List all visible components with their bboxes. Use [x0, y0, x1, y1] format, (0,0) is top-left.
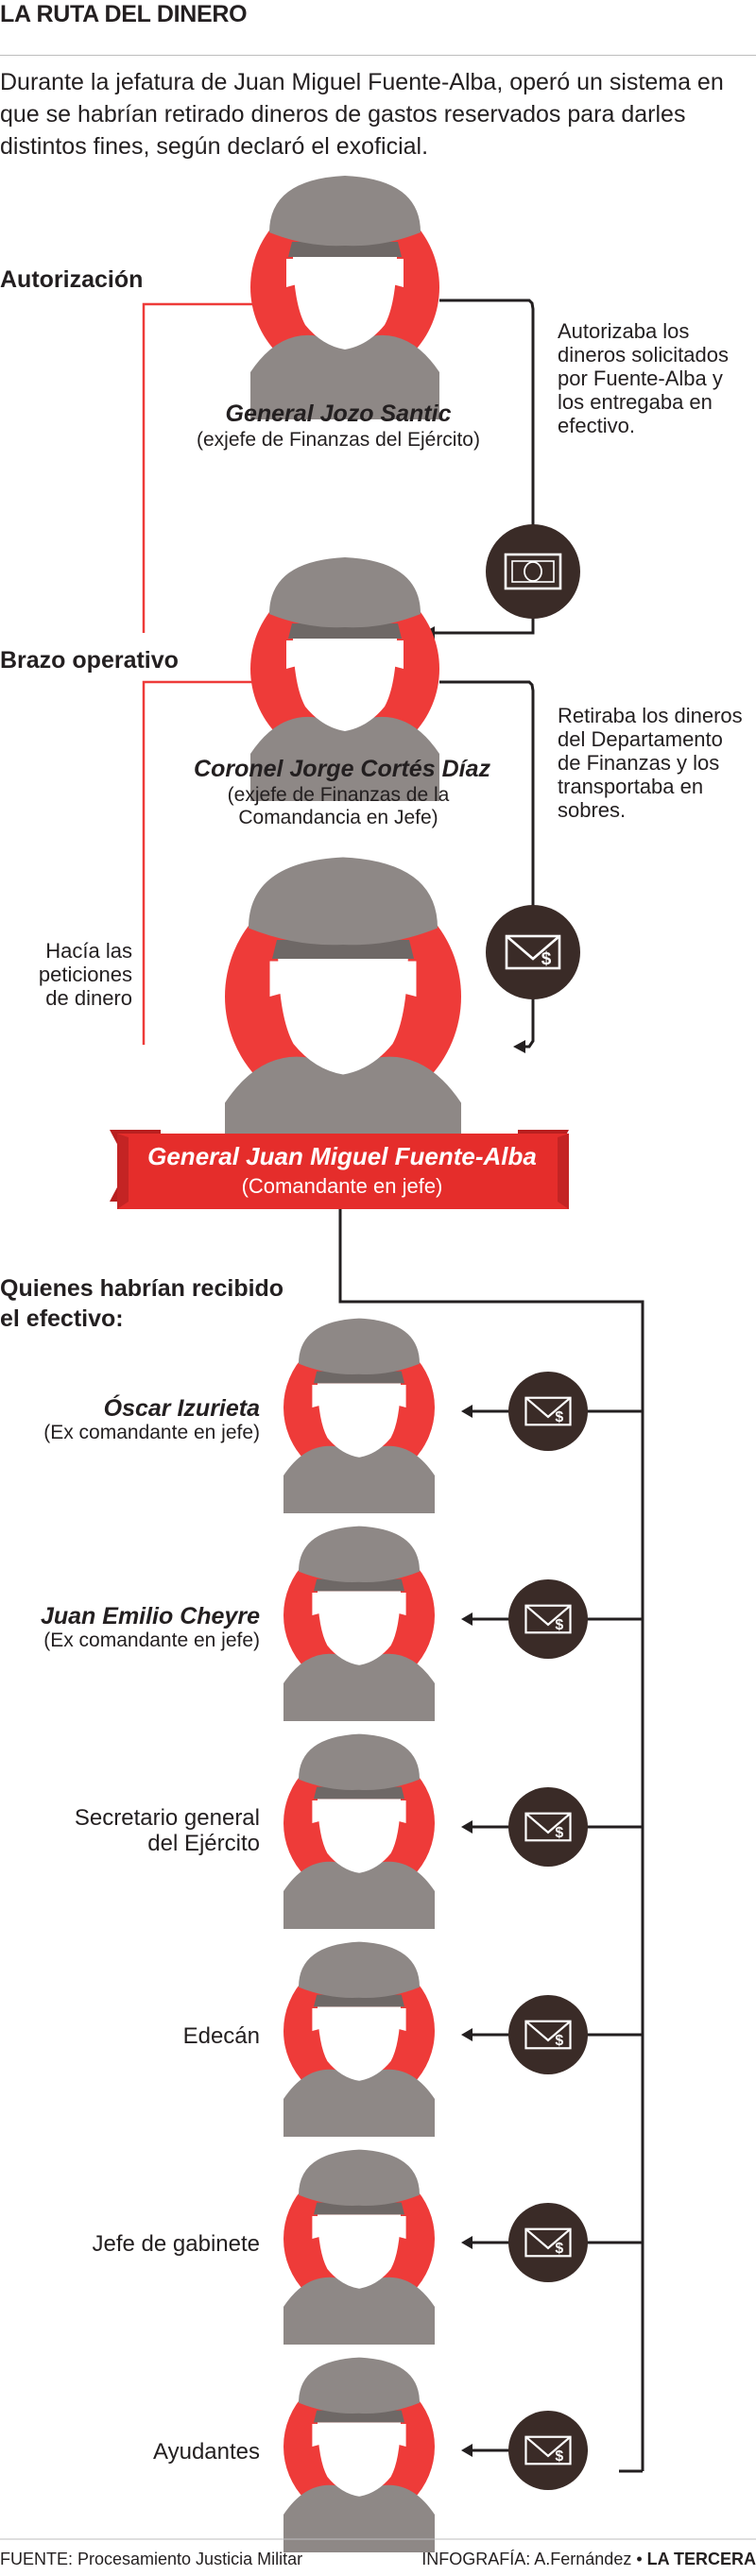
santic-note-line: Autorizaba los: [558, 319, 689, 343]
santic-note: Autorizaba los dineros solicitados por F…: [558, 319, 729, 437]
intro-paragraph: Durante la jefatura de Juan Miguel Fuent…: [0, 69, 724, 160]
recipient-label: Jefe de gabinete: [93, 2231, 260, 2257]
recipient-label: del Ejército: [147, 1831, 260, 1856]
recipient-name: Juan Emilio Cheyre: [41, 1603, 260, 1629]
recipient-6: Ayudantes: [153, 2357, 643, 2552]
cortes-note-line: Retiraba los dineros: [558, 704, 743, 727]
section-recipients-line2: el efectivo:: [0, 1305, 124, 1332]
section-autorizacion: Autorización: [0, 266, 143, 293]
cortes-note-line: de Finanzas y los: [558, 751, 719, 775]
recipient-5: Jefe de gabinete: [93, 2149, 643, 2345]
request-note-line: Hacía las: [45, 939, 132, 963]
fuente-alba-banner: [110, 1130, 569, 1209]
envelope-dollar-icon: [508, 2411, 588, 2490]
footer-credit-author: INFOGRAFÍA: A.Fernández •: [421, 2550, 643, 2568]
section-brazo-operativo: Brazo operativo: [0, 647, 179, 674]
envelope-dollar-icon: [508, 1995, 588, 2074]
santic-name: General Jozo Santic: [226, 401, 452, 427]
footer-outlet: LA TERCERA: [646, 2550, 756, 2568]
fuente-alba-role: (Comandante en jefe): [242, 1174, 443, 1198]
cortes-name: Coronel Jorge Cortés Díaz: [194, 756, 490, 782]
cortes-note-line: transportaba en: [558, 775, 703, 798]
fuente-alba-name: General Juan Miguel Fuente-Alba: [147, 1142, 537, 1170]
money-flow: [338, 299, 644, 2471]
officer-icon: [250, 176, 439, 419]
envelope-dollar-icon: [508, 1372, 588, 1451]
cortes-role-line2: Comandancia en Jefe): [238, 807, 438, 828]
cortes-role-line1: (exjefe de Finanzas de la: [228, 784, 450, 806]
santic-note-line: por Fuente-Alba y: [558, 367, 723, 390]
recipient-name: Óscar Izurieta: [104, 1394, 260, 1422]
santic-role: (exjefe de Finanzas del Ejército): [197, 429, 480, 451]
request-note-line: de dinero: [45, 986, 132, 1010]
request-note-line: peticiones: [39, 963, 132, 986]
cortes-note: Retiraba los dineros del Departamento de…: [558, 704, 743, 822]
recipient-label: Secretario general: [75, 1805, 260, 1831]
envelope-dollar-icon: [508, 2203, 588, 2282]
cortes-note-line: del Departamento: [558, 727, 723, 751]
officer-icon: [284, 1318, 435, 1513]
santic-note-line: los entregaba en: [558, 390, 713, 414]
officer-icon: [284, 2149, 435, 2345]
officer-icon: [284, 2357, 435, 2552]
footer-credit: INFOGRAFÍA: A.Fernández • LA TERCERA: [421, 2549, 756, 2569]
recipient-1: Óscar Izurieta (Ex comandante en jefe): [43, 1318, 643, 1513]
page-title: LA RUTA DEL DINERO: [0, 1, 248, 27]
officer-icon: [284, 1526, 435, 1721]
recipient-label: Ayudantes: [153, 2439, 260, 2465]
banknote-icon: [486, 524, 580, 619]
footer-source: FUENTE: Procesamiento Justicia Militar: [0, 2550, 303, 2568]
recipient-2: Juan Emilio Cheyre (Ex comandante en jef…: [41, 1526, 643, 1721]
santic-note-line: dineros solicitados: [558, 343, 729, 367]
recipient-3: Secretario general del Ejército: [75, 1733, 643, 1929]
officer-icon: [225, 857, 461, 1162]
officer-icon: [284, 1733, 435, 1929]
cortes-note-line: sobres.: [558, 798, 626, 822]
recipient-role: (Ex comandante en jefe): [43, 1422, 260, 1443]
envelope-dollar-icon: [486, 905, 580, 999]
request-note: Hacía las peticiones de dinero: [39, 939, 132, 1010]
title-divider: [0, 55, 756, 56]
recipient-4: Edecán: [183, 1941, 643, 2137]
envelope-dollar-icon: [508, 1787, 588, 1867]
recipient-role: (Ex comandante en jefe): [43, 1629, 260, 1651]
envelope-dollar-icon: [508, 1579, 588, 1659]
recipient-label: Edecán: [183, 2023, 260, 2049]
santic-note-line: efectivo.: [558, 414, 635, 437]
section-recipients-line1: Quienes habrían recibido: [0, 1275, 284, 1302]
officer-icon: [284, 1941, 435, 2137]
